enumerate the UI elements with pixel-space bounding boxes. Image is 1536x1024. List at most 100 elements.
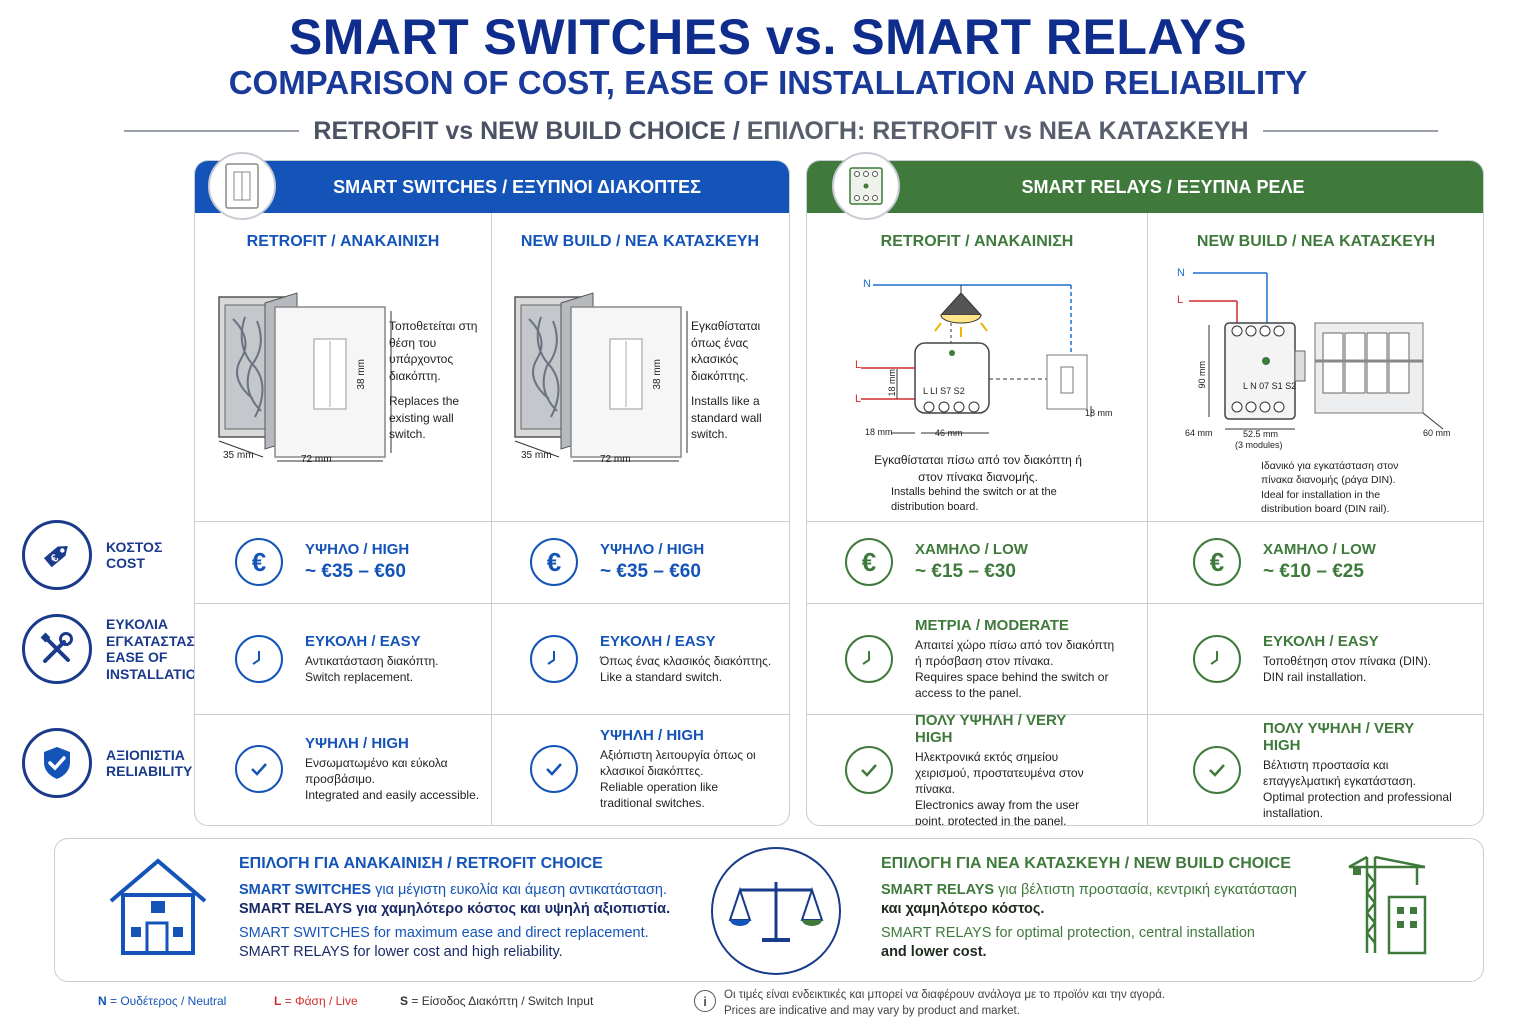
row-cost-en: COST: [106, 555, 145, 571]
retrofit-choice-line-2: SMART RELAYS για χαμηλότερο κόστος και υ…: [239, 900, 670, 919]
euro-icon: €: [845, 538, 893, 586]
checkmark-icon: [530, 745, 578, 793]
cost-level: ΧΑΜΗΛΟ / LOW: [1263, 541, 1376, 558]
relay-newbuild-cost: € ΧΑΜΗΛΟ / LOW~ €10 – €25: [1193, 521, 1376, 603]
relay-newbuild-desc-el: Ιδανικό για εγκατάσταση στον πίνακα διαν…: [1261, 460, 1399, 486]
column-divider: [1147, 213, 1148, 825]
reliability-desc-el: Ηλεκτρονικά εκτός σημείου χειρισμού, προ…: [915, 749, 1084, 796]
ease-level: ΕΥΚΟΛΗ / EASY: [305, 632, 421, 650]
switch-retrofit-depth: 35 mm: [223, 450, 254, 461]
balance-scale-icon: [711, 847, 841, 975]
newbuild-choice-line-3: SMART RELAYS for optimal protection, cen…: [881, 924, 1255, 943]
newbuild-choice-line-1: SMART RELAYS για βέλτιστη προστασία, κεν…: [881, 881, 1297, 900]
clock-icon: [530, 634, 578, 683]
reliability-level: ΠΟΛΥ ΥΨΗΛΗ / VERY HIGH: [1263, 719, 1414, 754]
price-note-en: Prices are indicative and may vary by pr…: [724, 1005, 1020, 1017]
switch-retrofit-ease: ΕΥΚΟΛΗ / EASY Αντικατάσταση διακόπτη.Swit…: [235, 603, 439, 714]
smart-relays-header-text: SMART RELAYS / ΕΞΥΠΝΑ ΡΕΛΕ: [1021, 176, 1305, 197]
switch-newbuild-illustration: [514, 292, 688, 462]
ease-desc-en: DIN rail installation.: [1263, 669, 1367, 684]
reliability-desc-en: Integrated and easily accessible.: [305, 788, 480, 802]
retrofit-choice-line-1: SMART SWITCHES για μέγιστη ευκολία και ά…: [239, 881, 667, 900]
row-divider: [807, 521, 1483, 522]
relay-retrofit-depth: 18 mm: [865, 427, 893, 437]
switch-newbuild-desc-en: Installs like a standard wall switch.: [691, 394, 762, 441]
relays-newbuild-heading: NEW BUILD / ΝΕΑ ΚΑΤΑΣΚΕΥΗ: [1196, 233, 1436, 250]
cost-price: ~ €15 – €30: [915, 561, 1016, 582]
row-divider: [195, 521, 789, 522]
smart-relays-panel: SMART RELAYS / ΕΞΥΠΝΑ ΡΕΛΕ RETROFIT / ΑΝ…: [806, 160, 1484, 826]
cost-price: ~ €35 – €60: [305, 561, 406, 582]
euro-icon: €: [235, 538, 283, 586]
smart-switches-header: SMART SWITCHES / ΕΞΥΠΝΟΙ ΔΙΑΚΟΠΤΕΣ: [195, 161, 789, 213]
reliability-desc-en: Optimal protection and professional inst…: [1263, 789, 1452, 820]
legend-n-key: N: [98, 994, 107, 1008]
relay-retrofit-desc-en: Installs behind the switch or at the dis…: [891, 486, 1057, 513]
relay-newbuild-height: 90 mm: [1197, 361, 1207, 389]
row-reliability-en: RELIABILITY: [106, 763, 193, 779]
retrofit-line-1-text: για μέγιστη ευκολία και άμεση αντικατάστ…: [371, 882, 668, 898]
relay-retrofit-cost: € ΧΑΜΗΛΟ / LOW~ €15 – €30: [845, 521, 1028, 603]
din-relay-icon: [832, 152, 900, 220]
relay-retrofit-width: 46 mm: [935, 428, 963, 438]
ease-desc-en: Switch replacement.: [305, 669, 414, 684]
row-divider: [807, 603, 1483, 604]
row-ease-en1: EASE OF: [106, 649, 168, 665]
relay-retrofit-side: 18 mm: [1085, 408, 1113, 418]
wire-n-label: N: [1177, 267, 1185, 279]
reliability-level: ΥΨΗΛΗ / HIGH: [305, 735, 409, 752]
checkmark-icon: [845, 746, 893, 794]
divider-left: [124, 130, 300, 132]
choice-heading-en: RETROFIT vs NEW BUILD CHOICE /: [313, 116, 740, 145]
switches-retrofit-heading: RETROFIT / ΑΝΑΚΑΙΝΙΣΗ: [246, 233, 440, 250]
retrofit-line-3-text: for maximum ease and direct replacement.: [369, 925, 649, 941]
newbuild-line-3-product: SMART RELAYS: [881, 925, 992, 941]
reliability-level: ΥΨΗΛΗ / HIGH: [600, 727, 704, 744]
reliability-desc-el: Βέλτιστη προστασία και επαγγελματική εγκ…: [1263, 757, 1416, 788]
info-icon: i: [694, 990, 716, 1012]
switch-retrofit-width: 72 mm: [301, 454, 332, 465]
wire-l-label: L: [855, 359, 862, 371]
reliability-desc-el: Ενσωματωμένο και εύκολα προσβάσιμο.: [305, 756, 448, 786]
legend-neutral: N = Ουδέτερος / Neutral: [98, 994, 226, 1008]
switch-newbuild-depth: 35 mm: [521, 450, 552, 461]
switch-retrofit-cost: € ΥΨΗΛΟ / HIGH~ €35 – €60: [235, 521, 409, 603]
legend-live: L = Φάση / Live: [274, 994, 358, 1008]
crane-building-icon: [1348, 855, 1427, 955]
ease-desc-el: Αντικατάσταση διακόπτη.: [305, 653, 439, 668]
switch-retrofit-height: 38 mm: [356, 359, 367, 390]
relay-newbuild-desc-en: Ideal for installation in the distributi…: [1261, 489, 1390, 515]
smart-relays-header: SMART RELAYS / ΕΞΥΠΝΑ ΡΕΛΕ: [807, 161, 1483, 213]
reliability-level: ΠΟΛΥ ΥΨΗΛΗ / VERY HIGH: [915, 711, 1066, 746]
switch-newbuild-height: 38 mm: [652, 359, 663, 390]
relay-newbuild-modules: (3 modules): [1235, 440, 1283, 450]
switch-newbuild-cost: € ΥΨΗΛΟ / HIGH~ €35 – €60: [530, 521, 704, 603]
switch-retrofit-illustration: [218, 292, 392, 462]
row-divider: [195, 603, 789, 604]
retrofit-line-2-text: για χαμηλότερο κόστος και υψηλή αξιοπιστ…: [352, 901, 671, 917]
wall-switch-icon: [208, 152, 276, 220]
row-divider: [807, 714, 1483, 715]
main-title: SMART SWITCHES vs. SMART RELAYS: [288, 9, 1248, 65]
price-tag-icon: €: [22, 520, 92, 590]
relays-retrofit-heading: RETROFIT / ΑΝΑΚΑΙΝΙΣΗ: [880, 233, 1074, 250]
row-ease-el1: ΕΥΚΟΛΙΑ: [106, 616, 168, 632]
wire-l-label: L: [855, 393, 862, 405]
row-reliability-el: ΑΞΙΟΠΙΣΤΙΑ: [106, 746, 185, 763]
cost-price: ~ €35 – €60: [600, 561, 701, 582]
retrofit-line-4-product: SMART RELAYS: [239, 944, 350, 960]
retrofit-line-1-product: SMART SWITCHES: [239, 882, 372, 898]
newbuild-choice-line-2: και χαμηλότερο κόστος.: [881, 901, 1045, 917]
euro-icon: €: [530, 538, 578, 586]
relay-retrofit-wiring-diagram: [861, 284, 1092, 434]
retrofit-choice-line-3: SMART SWITCHES for maximum ease and dire…: [239, 924, 649, 943]
checkmark-icon: [1193, 746, 1241, 794]
